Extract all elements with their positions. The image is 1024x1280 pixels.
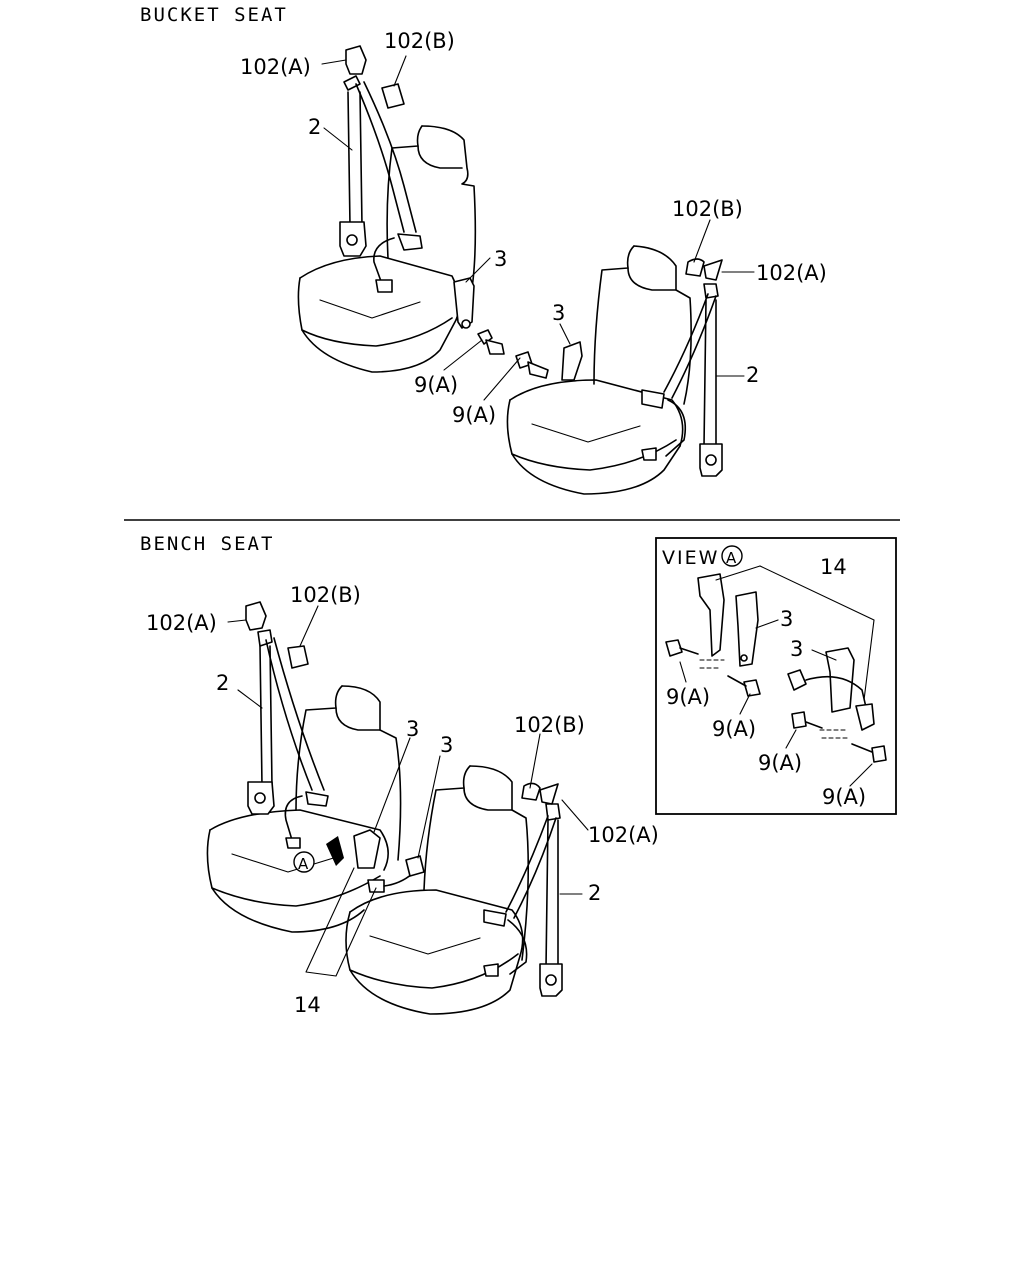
callout-102b-bucket-right: 102(B) [672, 197, 743, 221]
view-callout-14: 14 [820, 555, 847, 579]
bucket-leader-lines [321, 55, 755, 401]
view-a-title: VIEW [662, 547, 719, 569]
callout-102a-bench-left: 102(A) [146, 611, 217, 635]
view-a-inset: VIEW A 14 3 3 9(A) 9(A) 9(A) [655, 537, 897, 815]
view-callout-3-b: 3 [790, 637, 803, 661]
bench-right-seat [345, 765, 530, 1015]
callout-3-bucket-left: 3 [494, 247, 507, 271]
callout-102a-bucket-right: 102(A) [756, 261, 827, 285]
view-callout-9a-2: 9(A) [712, 717, 756, 741]
view-callout-9a-1: 9(A) [666, 685, 710, 709]
view-callout-3-a: 3 [780, 607, 793, 631]
callout-102a-bench-right: 102(A) [588, 823, 659, 847]
view-a-title-marker: A [726, 549, 737, 567]
view-a-marker: A [293, 851, 315, 873]
callout-102b-bucket-left: 102(B) [384, 29, 455, 53]
bench-left-seat [206, 685, 402, 933]
view-callout-9a-3: 9(A) [758, 751, 802, 775]
bench-seat-heading: BENCH SEAT [140, 533, 275, 555]
bucket-right-belt-assembly [515, 258, 723, 477]
callout-9a-bucket-1: 9(A) [414, 373, 458, 397]
view-callout-9a-4: 9(A) [822, 785, 866, 809]
bucket-right-seat [506, 245, 692, 495]
bench-right-belt-assembly [483, 782, 563, 997]
callout-3-bench-a: 3 [406, 717, 419, 741]
callout-14-bench: 14 [294, 993, 321, 1017]
callout-2-bucket-left: 2 [308, 115, 321, 139]
callout-3-bench-b: 3 [440, 733, 453, 757]
callout-102a-bucket-left: 102(A) [240, 55, 311, 79]
callout-3-bucket-right: 3 [552, 301, 565, 325]
bucket-left-seat [297, 125, 477, 373]
callout-9a-bucket-2: 9(A) [452, 403, 496, 427]
bucket-left-belt-assembly [339, 45, 505, 355]
bench-left-belt-assembly [245, 601, 425, 893]
bucket-seat-heading: BUCKET SEAT [140, 4, 288, 26]
bench-leader-lines [227, 605, 589, 977]
callout-102b-bench-left: 102(B) [290, 583, 361, 607]
callout-102b-bench-right: 102(B) [514, 713, 585, 737]
view-a-marker-label: A [298, 855, 309, 873]
callout-2-bucket-right: 2 [746, 363, 759, 387]
callout-2-bench-left: 2 [216, 671, 229, 695]
callout-2-bench-right: 2 [588, 881, 601, 905]
